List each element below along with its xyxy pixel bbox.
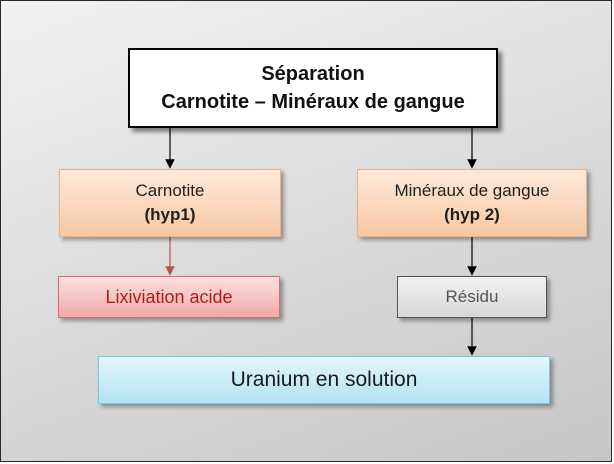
residu-label: Résidu — [445, 287, 499, 306]
carnotite-box: Carnotite (hyp1) — [59, 169, 281, 237]
carnotite-hypothesis: (hyp1) — [144, 205, 196, 224]
gangue-box: Minéraux de gangue (hyp 2) — [357, 169, 587, 237]
separation-subtitle: Carnotite – Minéraux de gangue — [161, 91, 465, 113]
uranium-box: Uranium en solution — [98, 356, 550, 404]
lixiviation-label: Lixiviation acide — [105, 286, 233, 307]
residu-box: Résidu — [397, 276, 547, 318]
uranium-label: Uranium en solution — [230, 368, 418, 391]
lixiviation-box: Lixiviation acide — [58, 276, 280, 318]
separation-title: Séparation — [261, 63, 365, 85]
carnotite-label: Carnotite — [135, 181, 205, 200]
gangue-label: Minéraux de gangue — [394, 181, 550, 200]
gangue-hypothesis: (hyp 2) — [444, 205, 500, 224]
separation-box: Séparation Carnotite – Minéraux de gangu… — [128, 48, 498, 128]
